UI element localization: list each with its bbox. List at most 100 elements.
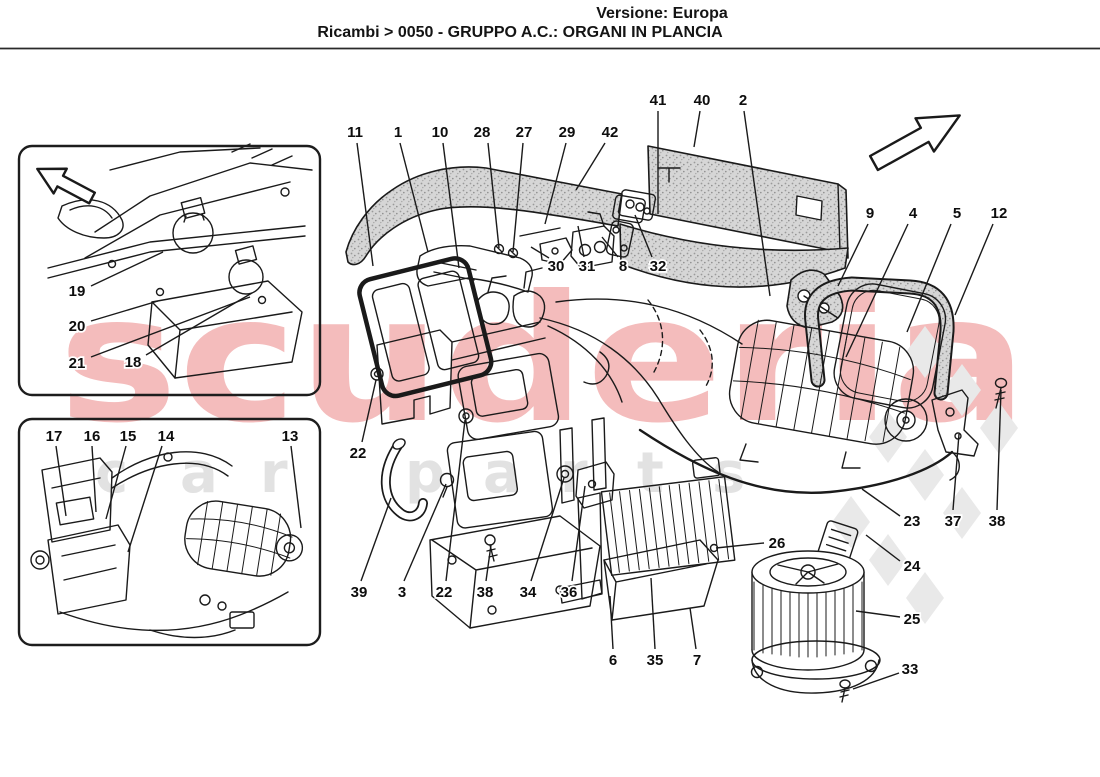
watermark-letter: r — [260, 441, 288, 506]
callout-29: 29 — [559, 124, 576, 141]
callout-27: 27 — [516, 124, 533, 141]
callout-19: 19 — [69, 283, 86, 300]
leader-line-42 — [575, 142, 606, 191]
detail-inset-bottom — [17, 417, 322, 647]
mounting-tray — [559, 492, 719, 621]
callout-17: 17 — [46, 428, 63, 445]
callout-36: 36 — [561, 584, 578, 601]
callout-28: 28 — [474, 124, 491, 141]
callout-5: 5 — [953, 205, 961, 222]
detail-inset-top-bg — [19, 146, 320, 395]
leader-line-31 — [577, 225, 585, 258]
sill-panel — [619, 223, 849, 288]
heater-hose — [380, 438, 428, 522]
leader-line-19 — [90, 251, 164, 287]
callout-16: 16 — [84, 428, 101, 445]
callout-21: 21 — [69, 355, 86, 372]
version-label: Versione: Europa — [596, 5, 728, 22]
leader-line-25 — [855, 610, 901, 618]
inset-bottom-detail-drawing — [30, 451, 304, 639]
leader-line-15 — [105, 445, 127, 520]
callout-41: 41 — [650, 92, 667, 109]
leader-line-34 — [530, 477, 565, 582]
inset-top-detail-drawing — [47, 143, 313, 379]
callout-2: 2 — [739, 92, 747, 109]
leader-line-22 — [445, 419, 466, 582]
leader-line-9 — [837, 223, 869, 287]
callout-11: 11 — [347, 124, 363, 141]
leader-line-40 — [693, 110, 701, 148]
leader-line-38 — [485, 544, 492, 582]
leader-line-39 — [360, 497, 392, 582]
callout-23: 23 — [904, 513, 921, 530]
leader-line-32 — [634, 214, 653, 258]
callout-18: 18 — [125, 354, 142, 371]
callout-20: 20 — [69, 318, 86, 335]
leader-line-37 — [952, 433, 960, 511]
watermark-diamonds — [832, 326, 1018, 624]
small-fasteners — [439, 408, 719, 562]
leader-line-24 — [865, 534, 901, 562]
leader-line-14 — [127, 445, 163, 553]
leader-line-12 — [954, 223, 994, 316]
callout-42: 42 — [602, 124, 619, 141]
callout-1: 1 — [394, 124, 402, 141]
leader-line-10 — [442, 142, 460, 269]
resistor-pack — [600, 457, 736, 576]
leader-line-8 — [601, 236, 619, 258]
leader-line-3 — [403, 483, 447, 582]
callout-40: 40 — [694, 92, 711, 109]
leader-line-7 — [689, 607, 697, 650]
callout-39: 39 — [351, 584, 368, 601]
callout-9: 9 — [866, 205, 874, 222]
leader-lines — [55, 110, 1002, 690]
leader-line-6 — [609, 595, 614, 650]
callout-6: 6 — [609, 652, 617, 669]
leader-line-2 — [743, 110, 771, 297]
leader-line-11 — [356, 142, 374, 267]
callout-3: 3 — [398, 584, 406, 601]
callout-4: 4 — [909, 205, 918, 222]
leader-line-18 — [145, 292, 253, 356]
leader-line-17 — [55, 445, 67, 517]
wiring-harness — [539, 298, 960, 494]
leader-line-13 — [290, 445, 302, 529]
leader-line-36 — [571, 485, 586, 582]
callout-26: 26 — [769, 535, 786, 552]
detail-inset-top — [17, 144, 322, 397]
leader-line-30 — [530, 246, 550, 259]
callout-13: 13 — [282, 428, 299, 445]
callout-30: 30 — [548, 258, 565, 275]
callout-32: 32 — [650, 258, 667, 275]
direction-arrow-upright-icon — [868, 114, 961, 172]
callout-33: 33 — [902, 661, 919, 678]
leader-line-28 — [487, 142, 500, 249]
heater-unit — [357, 245, 607, 629]
callout-35: 35 — [647, 652, 664, 669]
leader-line-20 — [90, 300, 159, 322]
callout-10: 10 — [432, 124, 449, 141]
leader-line-27 — [512, 142, 524, 253]
leader-line-22 — [361, 379, 377, 443]
leader-line-33 — [852, 672, 900, 690]
breadcrumb: Ricambi > 0050 - GRUPPO A.C.: ORGANI IN … — [317, 24, 723, 41]
leader-line-23 — [861, 488, 901, 517]
blower-motor-wheel — [750, 550, 881, 703]
leader-line-1 — [399, 142, 429, 253]
leader-line-16 — [91, 445, 97, 513]
leader-line-29 — [544, 142, 567, 225]
blower-housing-drum — [728, 319, 928, 469]
leader-line-35 — [650, 577, 656, 650]
callout-34: 34 — [520, 584, 537, 601]
callout-25: 25 — [904, 611, 921, 628]
leader-line-26 — [715, 542, 765, 549]
watermark-letter: a — [180, 441, 218, 506]
callout-37: 37 — [945, 513, 962, 530]
callout-38: 38 — [477, 584, 494, 601]
callout-38: 38 — [989, 513, 1006, 530]
callout-7: 7 — [693, 652, 701, 669]
leader-line-4 — [845, 223, 909, 358]
